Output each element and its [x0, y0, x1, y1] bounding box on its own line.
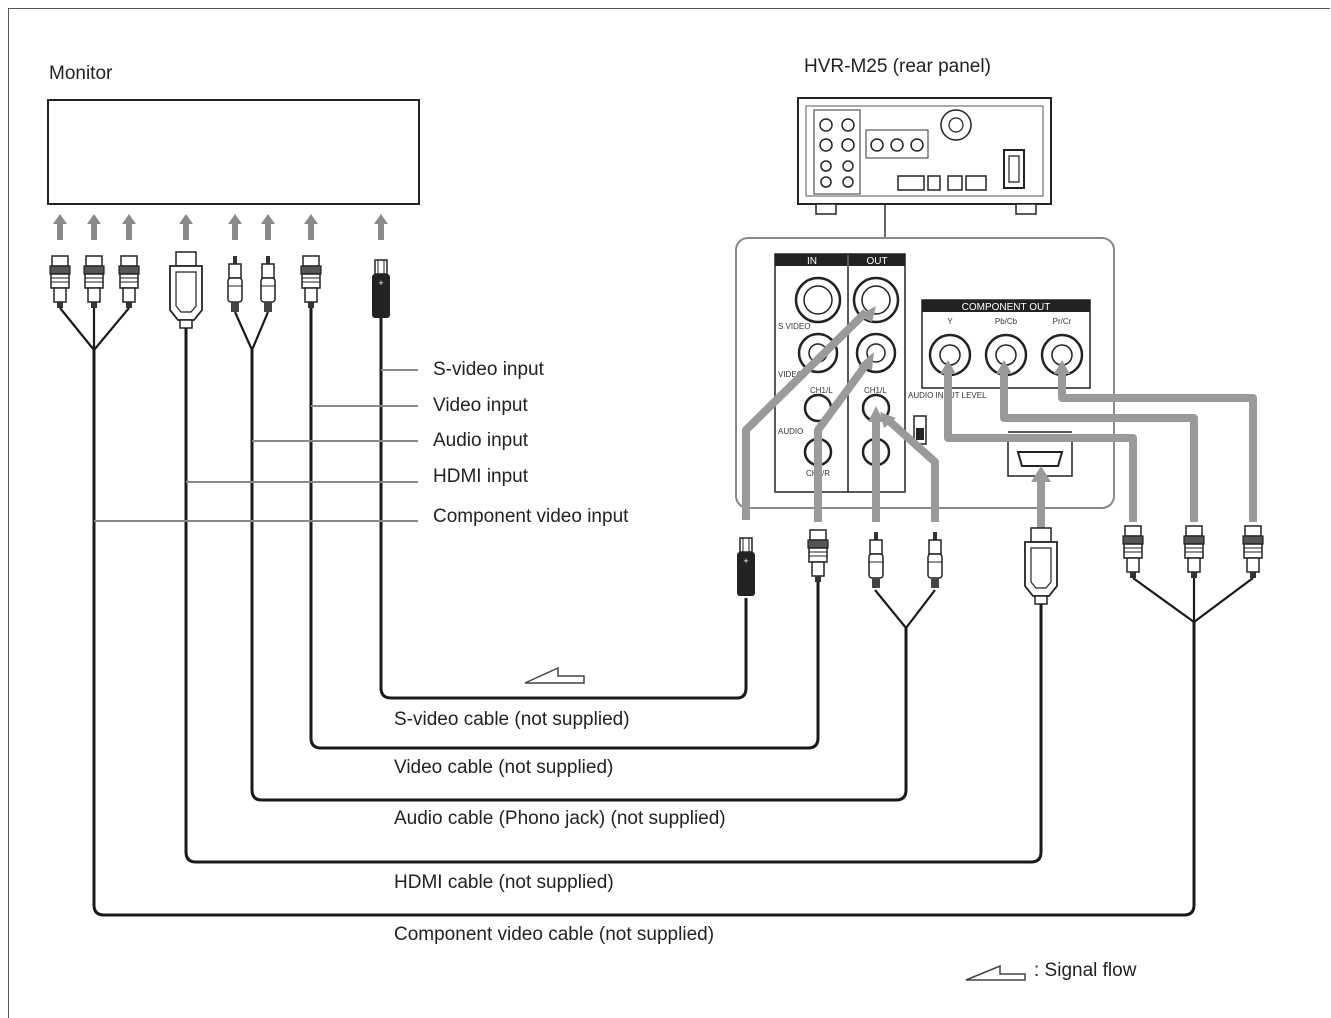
audio-jack-label: AUDIO — [778, 427, 803, 436]
monitor-video-plug — [300, 255, 322, 309]
svideo-jack-label: S VIDEO — [778, 322, 810, 331]
svideo-cable — [379, 318, 748, 700]
video-cable — [309, 308, 820, 750]
audio-cable-label: Audio cable (Phono jack) (not supplied) — [394, 808, 726, 829]
monitor-component-pr-plug — [118, 255, 140, 309]
legend-signal-flow-icon — [965, 964, 1026, 981]
hvr-m25-rear-panel — [797, 97, 1052, 215]
device-video-plug — [807, 529, 829, 583]
device-component-y-plug — [1122, 525, 1144, 579]
monitor-component-y-plug — [49, 255, 71, 309]
monitor-audio-l-plug — [227, 255, 243, 313]
diagram-frame — [8, 8, 1330, 1018]
ch1-label-in: CH1/L — [810, 386, 833, 395]
monitor-title: Monitor — [49, 63, 113, 84]
device-audio-r-plug — [927, 531, 943, 589]
video-cable-label: Video cable (not supplied) — [394, 757, 614, 778]
svideo-cable-label: S-video cable (not supplied) — [394, 709, 630, 730]
component-input-label: Component video input — [433, 506, 629, 527]
hdmi-cable-label: HDMI cable (not supplied) — [394, 872, 614, 893]
monitor-hdmi-plug — [169, 251, 203, 329]
device-hdmi-plug — [1024, 527, 1058, 605]
pb-label: Pb/Cb — [995, 317, 1018, 326]
video-jack-label: VIDEO — [778, 370, 803, 379]
monitor-audio-r-plug — [260, 255, 276, 313]
legend-signal-flow-label: : Signal flow — [1034, 960, 1137, 981]
video-input-label: Video input — [433, 395, 528, 416]
y-label: Y — [947, 317, 953, 326]
audio-input-label: Audio input — [433, 430, 529, 451]
audio-cable — [250, 350, 908, 802]
in-label: IN — [807, 256, 817, 267]
signal-flow-arrow — [524, 666, 585, 684]
pr-label: Pr/Cr — [1053, 317, 1072, 326]
device-audio-l-plug — [868, 531, 884, 589]
monitor-component-pb-plug — [83, 255, 105, 309]
svideo-input-label: S-video input — [433, 359, 544, 380]
device-component-pb-plug — [1183, 525, 1205, 579]
hdmi-cable — [184, 328, 1043, 864]
component-cable-label: Component video cable (not supplied) — [394, 924, 715, 945]
component-cable — [92, 350, 1196, 917]
device-svideo-plug — [736, 537, 756, 597]
out-label: OUT — [866, 256, 887, 267]
monitor-svideo-plug — [371, 259, 391, 319]
hdmi-input-label: HDMI input — [433, 466, 529, 487]
device-title: HVR-M25 (rear panel) — [804, 56, 991, 77]
device-component-pr-plug — [1242, 525, 1264, 579]
ch1-label-out: CH1/L — [864, 386, 887, 395]
component-out-label: COMPONENT OUT — [962, 302, 1051, 313]
monitor-box — [47, 99, 420, 205]
